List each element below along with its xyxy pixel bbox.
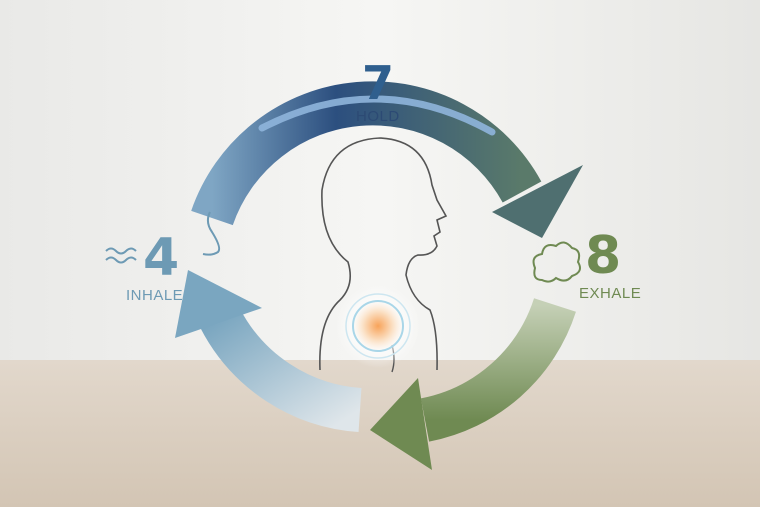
- inhale-count: 4: [143, 228, 180, 288]
- inhale-label: INHALE: [126, 287, 184, 304]
- wave-icon: [105, 247, 137, 264]
- hold-arrow: [191, 81, 583, 238]
- cloud-icon: [532, 241, 581, 283]
- hold-label: HOLD: [356, 108, 400, 125]
- exhale-label: EXHALE: [579, 285, 642, 302]
- nose-icon: [202, 211, 221, 256]
- heart-glow: [336, 284, 420, 368]
- person-silhouette: [319, 137, 448, 371]
- hold-count: 7: [362, 56, 395, 110]
- exhale-arrow: [370, 297, 576, 470]
- inhale-arrow: [175, 270, 362, 432]
- exhale-count: 8: [585, 226, 622, 286]
